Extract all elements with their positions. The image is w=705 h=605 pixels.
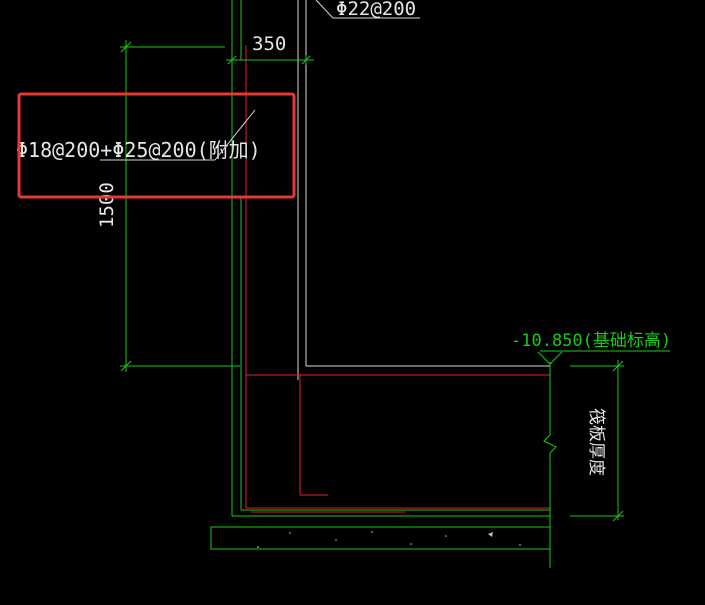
- dim-350-slash-left: [227, 55, 237, 65]
- aggregate-dot: [445, 535, 447, 537]
- rebar-annotation-leader: [214, 109, 256, 161]
- dim-350-slash-right: [301, 55, 311, 65]
- aggregate-dot: [371, 531, 373, 533]
- concrete-bed: [210, 526, 551, 550]
- raft-dim-slash-bottom: [612, 510, 624, 522]
- dimension-350: 350: [226, 33, 314, 65]
- aggregate-triangle: [488, 532, 493, 537]
- rebar-group: [245, 45, 550, 513]
- break-mark: [543, 434, 557, 454]
- elevation-label: -10.850(基础标高): [511, 331, 671, 351]
- dimension-1500: 1500: [96, 40, 240, 372]
- dim-1500-slash-top: [120, 41, 132, 53]
- wall-outline: [231, 0, 550, 517]
- elevation-triangle: [537, 351, 563, 365]
- concrete-bed-outline: [210, 526, 551, 550]
- top-label: Φ22@200: [336, 0, 416, 20]
- elevation-marker: -10.850(基础标高): [511, 331, 671, 365]
- raft-dim-slash-top: [612, 360, 624, 372]
- rebar-annotation: Φ18@200+Φ25@200(附加): [16, 92, 296, 199]
- highlight-box: [17, 92, 296, 199]
- aggregate-dot: [335, 539, 337, 541]
- dim-1500-slash-bottom: [120, 360, 132, 372]
- rebar-annotation-label: Φ18@200+Φ25@200(附加): [16, 138, 261, 162]
- top-leader: Φ22@200: [315, 0, 420, 20]
- raft-thickness-dim: 筏板厚度: [570, 360, 624, 522]
- top-leader-line: [315, 0, 420, 19]
- aggregate-dot: [519, 544, 521, 546]
- dim-1500-label: 1500: [96, 182, 118, 228]
- aggregate-dot: [410, 543, 412, 545]
- raft-thickness-label: 筏板厚度: [586, 408, 606, 476]
- dim-350-label: 350: [252, 33, 286, 55]
- aggregate-dot: [289, 532, 291, 534]
- aggregate-dot: [257, 546, 259, 548]
